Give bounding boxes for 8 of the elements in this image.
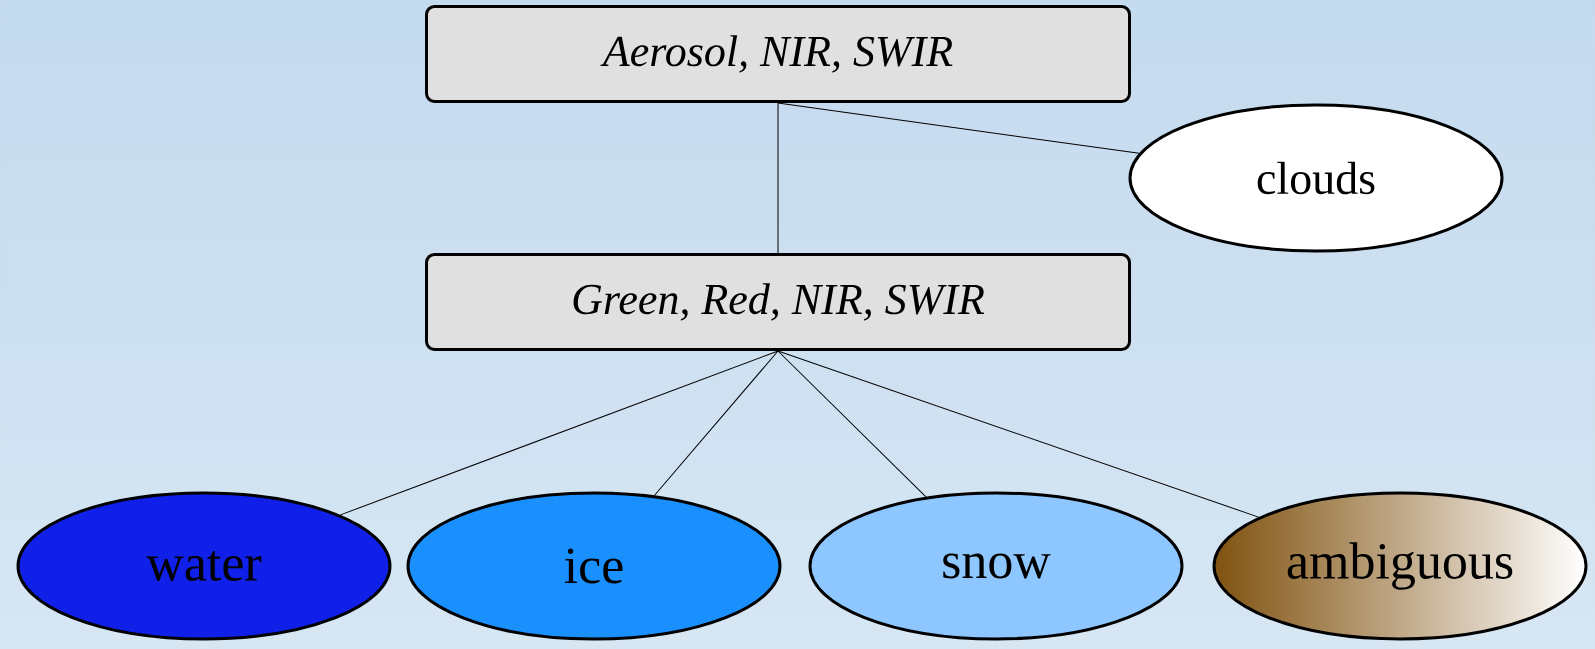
connector-line — [653, 350, 779, 496]
band-box: Aerosol, NIR, SWIR — [425, 5, 1131, 103]
connector-line — [777, 350, 927, 498]
connector-line — [777, 102, 1140, 154]
band-box: Green, Red, NIR, SWIR — [425, 253, 1131, 351]
connector-line — [777, 102, 779, 254]
connector-line — [339, 350, 779, 516]
connector-line — [777, 350, 1260, 518]
